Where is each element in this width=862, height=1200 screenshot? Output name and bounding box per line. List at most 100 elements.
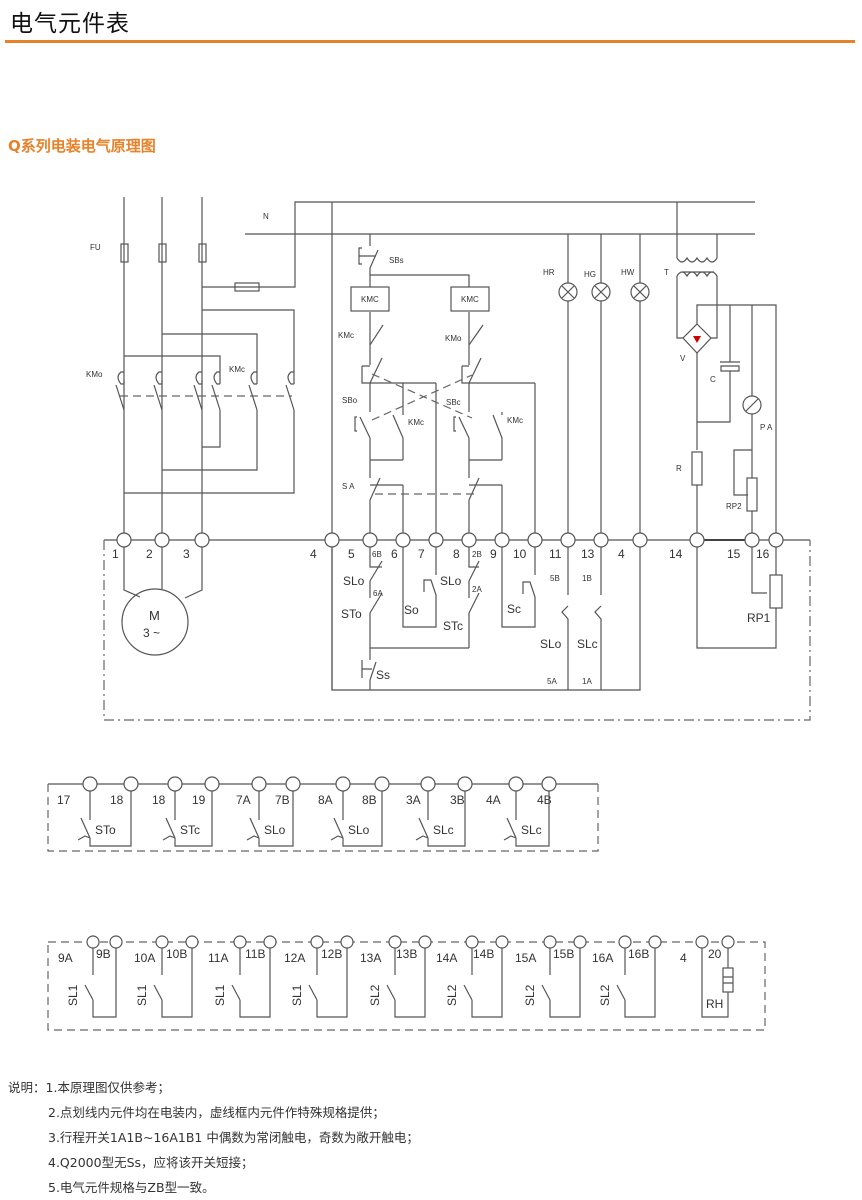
page-title: 电气元件表 (10, 11, 130, 37)
switch-label: STo (95, 823, 116, 837)
ammeter-icon (742, 395, 762, 415)
terminal-circle (109, 935, 123, 949)
terminal-label: 11A (208, 951, 228, 965)
main-contacts (115, 371, 295, 411)
terminal-label: 1 (112, 547, 119, 561)
switch-label: SL1 (66, 984, 80, 1006)
label-kmo: KMo (445, 334, 462, 343)
terminal-circle (461, 532, 477, 548)
label-kmc: KMc (338, 331, 354, 340)
diagram-label: 2A (472, 585, 482, 594)
diagram-label: 6B (372, 550, 382, 559)
heater-label: RH (706, 997, 723, 1011)
switch-label: SL1 (135, 984, 149, 1006)
limit-switch-icon (541, 948, 581, 1018)
note-item: 1.本原理图仅供参考； (45, 1080, 170, 1095)
terminal-label: 9A (58, 951, 73, 965)
label-sbo: SBo (342, 396, 358, 405)
notes-prefix: 说明： (8, 1080, 46, 1095)
terminal-circle (194, 532, 210, 548)
diagram-label: SLo (540, 637, 562, 651)
fuse-icon (234, 282, 260, 292)
lower-control: M 3 ~ 6B 6A 2B 2A 5B 1B 5A 1A SLo STo So… (121, 547, 783, 691)
label-fu: FU (90, 243, 101, 252)
terminal-circle (123, 776, 139, 792)
terminal-circle (560, 532, 576, 548)
diagram-label: Ss (376, 668, 390, 682)
terminal-circle (648, 935, 662, 949)
diagram-label: SLc (577, 637, 598, 651)
terminal-label: 11B (245, 947, 265, 961)
terminal-label: 10B (166, 947, 187, 961)
terminal-circle (418, 935, 432, 949)
note-item: 3.行程开关1A1B~16A1B1 中偶数为常闭触电，奇数为敞开触电； (48, 1130, 419, 1145)
diagram-label: SLo (440, 574, 462, 588)
label-hw: HW (621, 268, 635, 277)
terminal-label: 20 (708, 947, 722, 961)
kmc-coil-right (450, 286, 490, 312)
diagram-label: STo (341, 607, 362, 621)
lamp-icon (558, 282, 578, 302)
terminal-label: 9 (490, 547, 497, 561)
label-sbc: SBc (446, 398, 461, 407)
limit-switch-icon (77, 791, 132, 847)
limit-switch-icon (231, 948, 271, 1018)
terminal-circle (340, 935, 354, 949)
limit-switch-icon (246, 791, 294, 847)
limit-switch-icon (616, 948, 656, 1018)
diagram-label: SLo (343, 574, 365, 588)
diagram-label: Sc (507, 602, 521, 616)
limit-switch-icon (153, 948, 193, 1018)
diagram-label: 2B (472, 550, 482, 559)
terminal-label: 13B (396, 947, 417, 961)
label-pa: P A (760, 423, 773, 432)
terminal-circle (744, 532, 760, 548)
terminal-label: 13A (360, 951, 381, 965)
contactor-contact-icon (193, 371, 203, 411)
terminal-label: 5 (348, 547, 355, 561)
terminal-label: 7B (275, 793, 290, 807)
label-rp1: RP1 (747, 611, 771, 625)
label-kmc: KMc (229, 365, 245, 374)
terminal-label: 8A (318, 793, 333, 807)
limit-switch-icon (162, 791, 213, 847)
fuse-icon (198, 243, 207, 263)
motor-label: M (149, 608, 160, 623)
terminal-circle (632, 532, 648, 548)
contactor-contact-icon (115, 371, 125, 411)
label-c: C (710, 375, 716, 384)
terminal-circle (204, 776, 220, 792)
terminal-circle (251, 776, 267, 792)
coil-label: KMC (361, 295, 379, 304)
label-hg: HG (584, 270, 596, 279)
terminal-circle (116, 532, 132, 548)
terminal-label: 12A (284, 951, 305, 965)
terminal-circle (362, 532, 378, 548)
terminal-circle (768, 532, 784, 548)
resistor-r (691, 451, 703, 486)
rheostat-rp1 (769, 574, 783, 609)
note-item: 5.电气元件规格与ZB型一致。 (48, 1180, 215, 1195)
lamp-icon (591, 282, 611, 302)
terminal-label: 18 (152, 793, 166, 807)
limit-switch-icon (84, 948, 117, 1018)
limit-switch-icon (386, 948, 426, 1018)
diode-icon (693, 336, 701, 343)
terminal-circle (154, 532, 170, 548)
diagram-label: So (404, 603, 419, 617)
switch-label: SL2 (368, 984, 382, 1006)
terminal-circle (695, 935, 709, 949)
terminal-circle (541, 776, 557, 792)
label-r: R (676, 464, 682, 473)
terminal-label: 16A (592, 951, 613, 965)
terminal-label: 8B (362, 793, 377, 807)
limit-switch-icon (415, 791, 466, 847)
diagram-label: 5B (550, 574, 560, 583)
terminal-label: 3 (183, 547, 190, 561)
terminal-label: 7 (418, 547, 425, 561)
terminal-circle (335, 776, 351, 792)
label-n: N (263, 212, 269, 221)
terminal-label: 8 (453, 547, 460, 561)
